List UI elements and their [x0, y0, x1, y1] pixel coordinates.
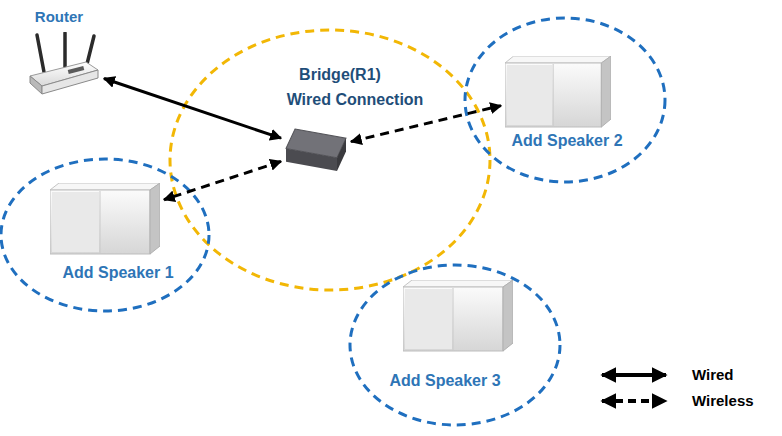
legend-arrow: [602, 373, 666, 377]
router-icon: [28, 32, 100, 98]
wired-link: [104, 78, 281, 138]
speaker-zone: [1, 159, 209, 311]
speaker-zone: [350, 265, 560, 425]
wireless-link: [164, 161, 281, 199]
bridge-zone: [170, 30, 490, 290]
speaker-icon: [505, 56, 611, 128]
device-label: Bridge(R1): [299, 65, 381, 84]
device-label: Add Speaker 2: [511, 131, 622, 150]
legend-line-sample: [592, 364, 676, 386]
device-label: Router: [35, 8, 83, 26]
device-label: Wired Connection: [287, 90, 424, 109]
speaker-node: Add Speaker 3: [403, 280, 513, 352]
speaker-icon: [50, 183, 160, 255]
bridge-icon: [285, 128, 347, 172]
speaker-zone: [465, 18, 665, 182]
legend-entry: Wired: [592, 364, 772, 386]
bridge-node: Bridge(R1)Wired Connection: [285, 128, 347, 172]
wireless-link: [351, 106, 501, 142]
speaker-node: Add Speaker 1: [50, 183, 160, 255]
legend-text: Wired: [692, 364, 734, 386]
legend-entry: Wireless: [592, 390, 772, 412]
device-label: Add Speaker 1: [62, 263, 173, 282]
speaker-icon: [403, 280, 513, 352]
router-node: Router: [28, 32, 100, 98]
device-label: Add Speaker 3: [389, 371, 500, 390]
legend-text: Wireless: [692, 390, 754, 412]
speaker-node: Add Speaker 2: [505, 56, 611, 128]
legend-line-sample: [592, 390, 676, 412]
legend-arrow: [602, 399, 666, 403]
